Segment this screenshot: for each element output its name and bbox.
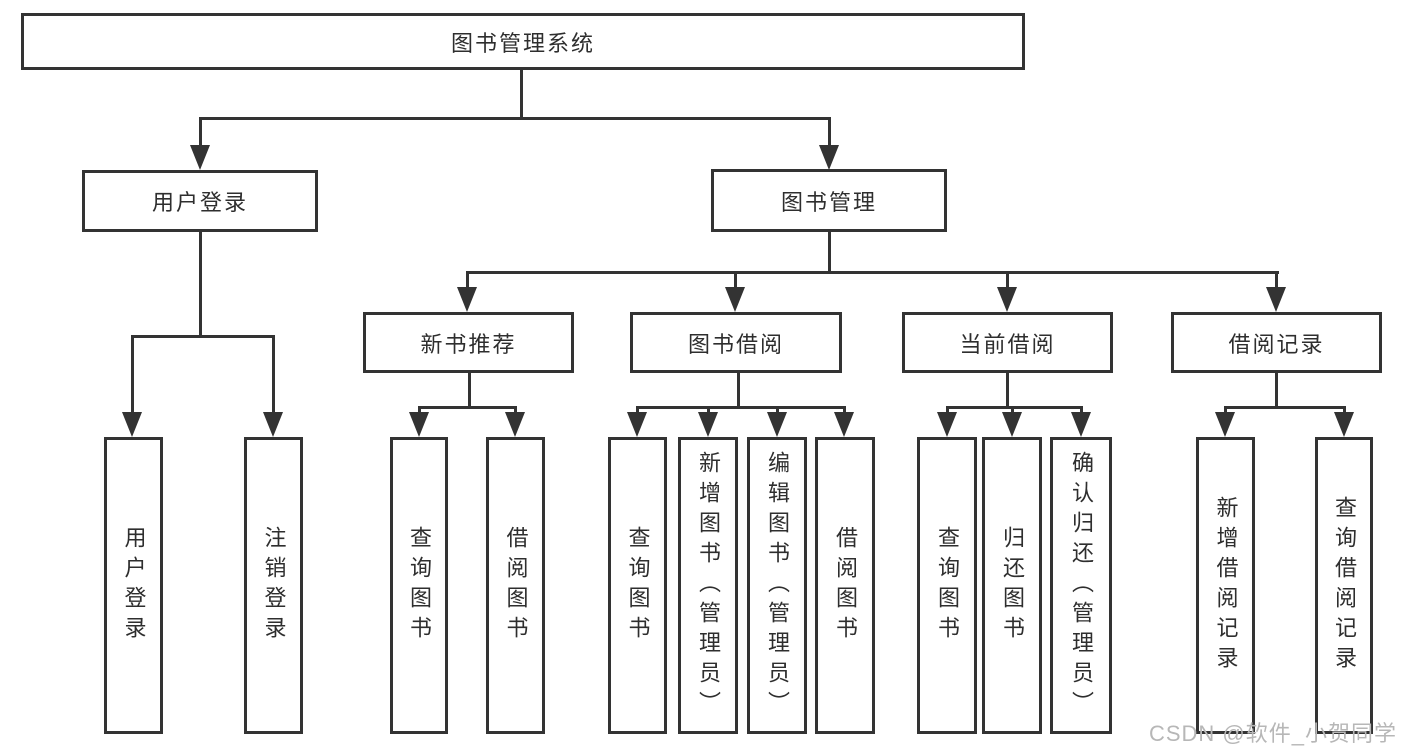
connector-v [707,406,710,414]
connector-v [636,406,639,414]
connector-v [1343,406,1346,414]
connector-arrowhead [505,412,525,437]
connector-v [520,70,523,118]
connector-arrowhead [1334,412,1354,437]
node-bb-edit-books-admin: 编辑图书（管理员） [747,437,807,734]
node-nbr-borrow-books-label: 借阅图书 [503,525,529,646]
connector-v [828,117,831,147]
connector-arrowhead [819,145,839,170]
node-bb-borrow-books-label: 借阅图书 [833,525,858,646]
connector-h [418,406,517,409]
node-br-query-record: 查询借阅记录 [1315,437,1373,734]
connector-v [1006,271,1009,289]
connector-v [131,335,134,415]
node-bb-edit-books-admin-label: 编辑图书（管理员） [765,450,790,721]
node-new-book-recommend: 新书推荐 [363,312,574,373]
node-cb-query-books: 查询图书 [917,437,977,734]
connector-v [468,373,471,406]
connector-arrowhead [1071,412,1091,437]
connector-v [199,230,202,335]
connector-arrowhead [409,412,429,437]
connector-arrowhead [1002,412,1022,437]
node-cb-return-books-label: 归还图书 [1000,525,1025,646]
connector-arrowhead [190,145,210,170]
node-bb-query-books-label: 查询图书 [625,525,651,646]
node-nbr-query-books-label: 查询图书 [407,525,432,646]
node-ul-logout-label: 注销登录 [261,525,287,646]
connector-v [1275,271,1278,289]
connector-v [1006,373,1009,406]
connector-h [199,117,831,120]
connector-arrowhead [725,287,745,312]
node-cb-confirm-return-admin: 确认归还（管理员） [1050,437,1112,734]
connector-v [776,406,779,414]
connector-v [843,406,846,414]
node-book-management: 图书管理 [711,169,947,232]
node-bb-query-books: 查询图书 [608,437,667,734]
node-book-borrowing: 图书借阅 [630,312,842,373]
node-root: 图书管理系统 [21,13,1025,70]
node-br-add-record-label: 新增借阅记录 [1213,495,1239,676]
node-ul-user-login: 用户登录 [104,437,163,734]
connector-v [466,271,469,289]
node-user-login: 用户登录 [82,170,318,232]
connector-v [199,117,202,147]
node-user-login-label: 用户登录 [151,190,248,215]
connector-arrowhead [122,412,142,437]
connector-arrowhead [1215,412,1235,437]
connector-v [946,406,949,414]
node-bb-borrow-books: 借阅图书 [815,437,875,734]
connector-v [737,373,740,406]
node-cb-confirm-return-admin-label: 确认归还（管理员） [1069,450,1094,721]
node-bb-add-books-admin-label: 新增图书（管理员） [696,450,721,721]
node-new-book-recommend-label: 新书推荐 [420,331,517,357]
connector-h [1224,406,1345,409]
connector-v [1011,406,1014,414]
connector-v [734,271,737,289]
node-root-label: 图书管理系统 [450,30,595,56]
node-br-query-record-label: 查询借阅记录 [1332,495,1357,676]
node-bb-add-books-admin: 新增图书（管理员） [678,437,738,734]
node-current-borrowing: 当前借阅 [902,312,1113,373]
connector-arrowhead [698,412,718,437]
node-ul-logout: 注销登录 [244,437,303,734]
connector-h [946,406,1082,409]
connector-v [272,335,275,415]
node-borrowing-records: 借阅记录 [1171,312,1382,373]
connector-v [514,406,517,414]
node-book-borrowing-label: 图书借阅 [687,331,784,357]
watermark: CSDN @软件_小贺同学 [1148,721,1397,746]
connector-h [466,271,1279,274]
connector-h [131,335,275,338]
connector-arrowhead [263,412,283,437]
node-ul-user-login-label: 用户登录 [121,525,147,646]
connector-v [1275,373,1278,406]
node-nbr-borrow-books: 借阅图书 [486,437,545,734]
node-br-add-record: 新增借阅记录 [1196,437,1255,734]
connector-arrowhead [457,287,477,312]
connector-arrowhead [997,287,1017,312]
connector-arrowhead [627,412,647,437]
node-nbr-query-books: 查询图书 [390,437,448,734]
node-cb-query-books-label: 查询图书 [935,525,960,646]
connector-v [1224,406,1227,414]
connector-arrowhead [767,412,787,437]
connector-v [418,406,421,414]
connector-arrowhead [937,412,957,437]
connector-arrowhead [834,412,854,437]
node-current-borrowing-label: 当前借阅 [959,331,1056,357]
connector-v [1080,406,1083,414]
connector-h [636,406,846,409]
node-cb-return-books: 归还图书 [982,437,1042,734]
node-borrowing-records-label: 借阅记录 [1228,331,1325,357]
connector-v [828,230,831,271]
node-book-management-label: 图书管理 [780,189,877,215]
connector-arrowhead [1266,287,1286,312]
